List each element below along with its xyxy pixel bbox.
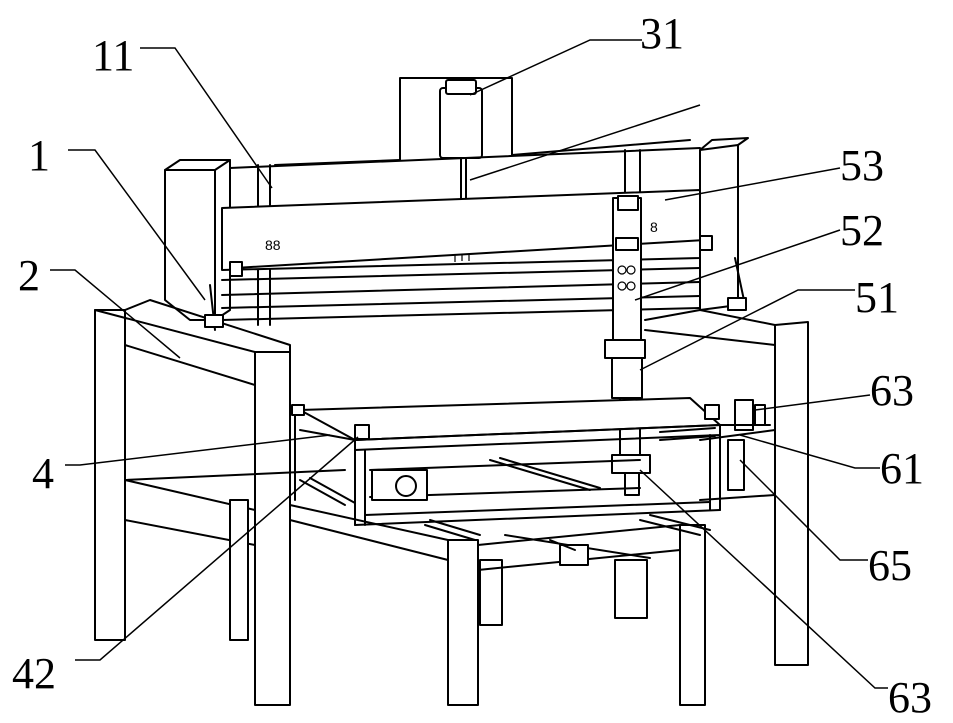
side-clamp (659, 399, 771, 491)
label-11: 11 (92, 31, 134, 80)
label-65: 65 (868, 541, 912, 590)
label-63-top: 63 (870, 366, 914, 415)
upper-gantry: 88 8 (164, 137, 749, 326)
motor-31 (439, 79, 483, 201)
label-61: 61 (880, 444, 924, 493)
gantry-clips (204, 235, 747, 331)
base-frame (94, 299, 809, 706)
leader-lines (50, 39, 888, 689)
label-53: 53 (840, 141, 884, 190)
label-31: 31 (640, 9, 684, 58)
right-holes: 8 (650, 219, 658, 235)
left-holes: 88 (265, 237, 281, 253)
reference-labels: 11 31 1 53 52 2 51 63 4 61 65 42 63 (12, 9, 932, 722)
label-42: 42 (12, 649, 56, 698)
label-4: 4 (32, 449, 54, 498)
work-table (291, 397, 721, 526)
label-51: 51 (855, 273, 899, 322)
label-2: 2 (18, 251, 40, 300)
vertical-actuator (604, 195, 651, 496)
label-1: 1 (28, 131, 50, 180)
label-63-bottom: 63 (888, 673, 932, 722)
rails (299, 457, 711, 566)
label-52: 52 (840, 206, 884, 255)
